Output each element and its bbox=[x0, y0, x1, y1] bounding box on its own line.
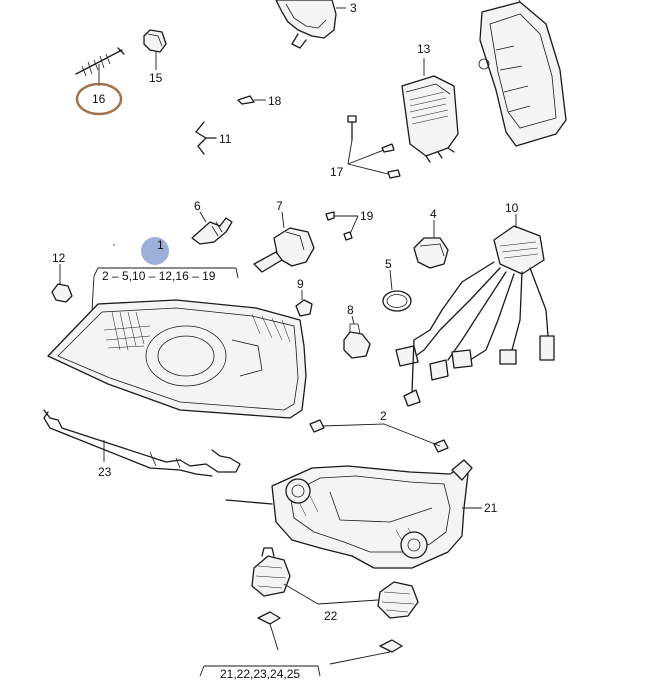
part-23-bracket[interactable] bbox=[43, 409, 241, 477]
part-2-screws[interactable] bbox=[309, 419, 449, 453]
label-part-5: 5 bbox=[385, 257, 392, 271]
label-part-13: 13 bbox=[417, 42, 431, 56]
part-16-adjuster-screw[interactable] bbox=[75, 47, 125, 77]
part-22-adjusters[interactable] bbox=[251, 547, 419, 619]
dot-mark: · bbox=[112, 237, 116, 251]
label-part-16: 16 bbox=[92, 92, 106, 106]
label-part-7: 7 bbox=[276, 199, 283, 213]
label-part-17: 17 bbox=[330, 165, 344, 179]
label-part-2: 2 bbox=[380, 409, 387, 423]
part-15-clip[interactable] bbox=[143, 29, 167, 53]
label-part-4: 4 bbox=[430, 207, 437, 221]
part-12-clip[interactable] bbox=[51, 283, 73, 303]
label-part-15: 15 bbox=[149, 71, 163, 85]
highlight-circle-16 bbox=[75, 82, 123, 116]
label-part-18: 18 bbox=[268, 94, 282, 108]
highlight-marker-1 bbox=[141, 237, 169, 265]
label-bottom-group: 21,22,23,24,25 bbox=[220, 667, 300, 680]
label-part-9: 9 bbox=[297, 277, 304, 291]
part-3-housing[interactable] bbox=[275, 0, 337, 49]
label-part-6: 6 bbox=[194, 199, 201, 213]
label-part-1-range: 2 – 5,10 – 12,16 – 19 bbox=[102, 269, 216, 283]
part-4-socket[interactable] bbox=[413, 237, 449, 269]
label-part-11: 11 bbox=[219, 132, 232, 146]
label-part-19: 19 bbox=[360, 209, 374, 223]
part-13-control-unit[interactable] bbox=[401, 75, 459, 163]
label-part-1: 1 bbox=[157, 238, 164, 252]
part-11-spring-clip[interactable] bbox=[195, 121, 217, 155]
part-10-wiring-harness[interactable] bbox=[395, 225, 555, 407]
label-part-22: 22 bbox=[324, 609, 338, 623]
label-part-23: 23 bbox=[98, 465, 112, 479]
label-part-21: 21 bbox=[484, 501, 498, 515]
headlight-assembly[interactable] bbox=[47, 299, 307, 419]
part-19-screws[interactable] bbox=[325, 211, 353, 241]
part-8-bulb[interactable] bbox=[343, 323, 371, 359]
part-17-screws[interactable] bbox=[347, 115, 401, 179]
part-18-screw[interactable] bbox=[237, 95, 255, 105]
label-part-12: 12 bbox=[52, 251, 66, 265]
part-7-igniter-bulb[interactable] bbox=[253, 227, 315, 273]
label-part-10: 10 bbox=[505, 201, 519, 215]
label-part-8: 8 bbox=[347, 303, 354, 317]
part-6-bulb[interactable] bbox=[191, 217, 233, 245]
part-9-small-bulb[interactable] bbox=[295, 299, 313, 317]
headlight-control-housing[interactable] bbox=[478, 0, 567, 147]
label-part-3: 3 bbox=[350, 1, 357, 15]
parts-24-25-clips[interactable] bbox=[257, 611, 403, 653]
part-21-carrier-frame[interactable] bbox=[225, 459, 473, 569]
part-5-o-ring[interactable] bbox=[382, 290, 412, 312]
